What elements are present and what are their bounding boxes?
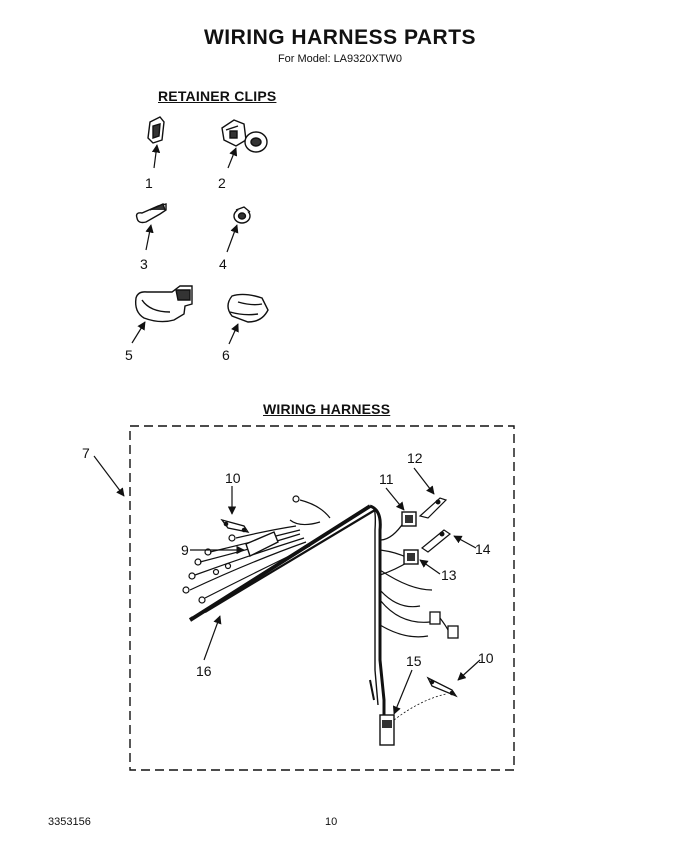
harness-enclosure — [129, 425, 515, 771]
clip-callout-3: 3 — [140, 256, 148, 272]
retainer-clip-3 — [135, 203, 167, 224]
wiring-harness-heading: WIRING HARNESS — [263, 401, 391, 417]
model-subtitle: For Model: LA9320XTW0 — [277, 53, 403, 65]
retainer-clip-6 — [227, 293, 269, 323]
harness-callout-12: 12 — [407, 450, 423, 466]
retainer-clip-1 — [147, 116, 165, 144]
doc-number: 3353156 — [48, 816, 91, 828]
harness-callout-10-bottom: 10 — [478, 650, 494, 666]
clip-callout-2: 2 — [218, 175, 226, 191]
retainer-clip-4 — [233, 206, 251, 224]
clip-callout-1: 1 — [145, 175, 153, 191]
harness-callout-16: 16 — [196, 663, 212, 679]
clip-callout-5: 5 — [125, 347, 133, 363]
harness-callout-13: 13 — [441, 567, 457, 583]
retainer-clip-2 — [221, 119, 268, 153]
retainer-clips-heading: RETAINER CLIPS — [158, 88, 277, 104]
harness-callout-9: 9 — [181, 542, 189, 558]
clip-callout-6: 6 — [222, 347, 230, 363]
wiring-harness — [182, 495, 459, 746]
harness-callout-10-top: 10 — [225, 470, 241, 486]
retainer-clip-5 — [134, 285, 193, 323]
clip-callout-4: 4 — [219, 256, 227, 272]
harness-callout-14: 14 — [475, 541, 491, 557]
harness-callout-7: 7 — [82, 445, 90, 461]
harness-callout-11: 11 — [379, 471, 394, 487]
page-number: 10 — [325, 816, 338, 828]
page-title: WIRING HARNESS PARTS — [203, 26, 477, 49]
harness-callout-15: 15 — [406, 653, 422, 669]
